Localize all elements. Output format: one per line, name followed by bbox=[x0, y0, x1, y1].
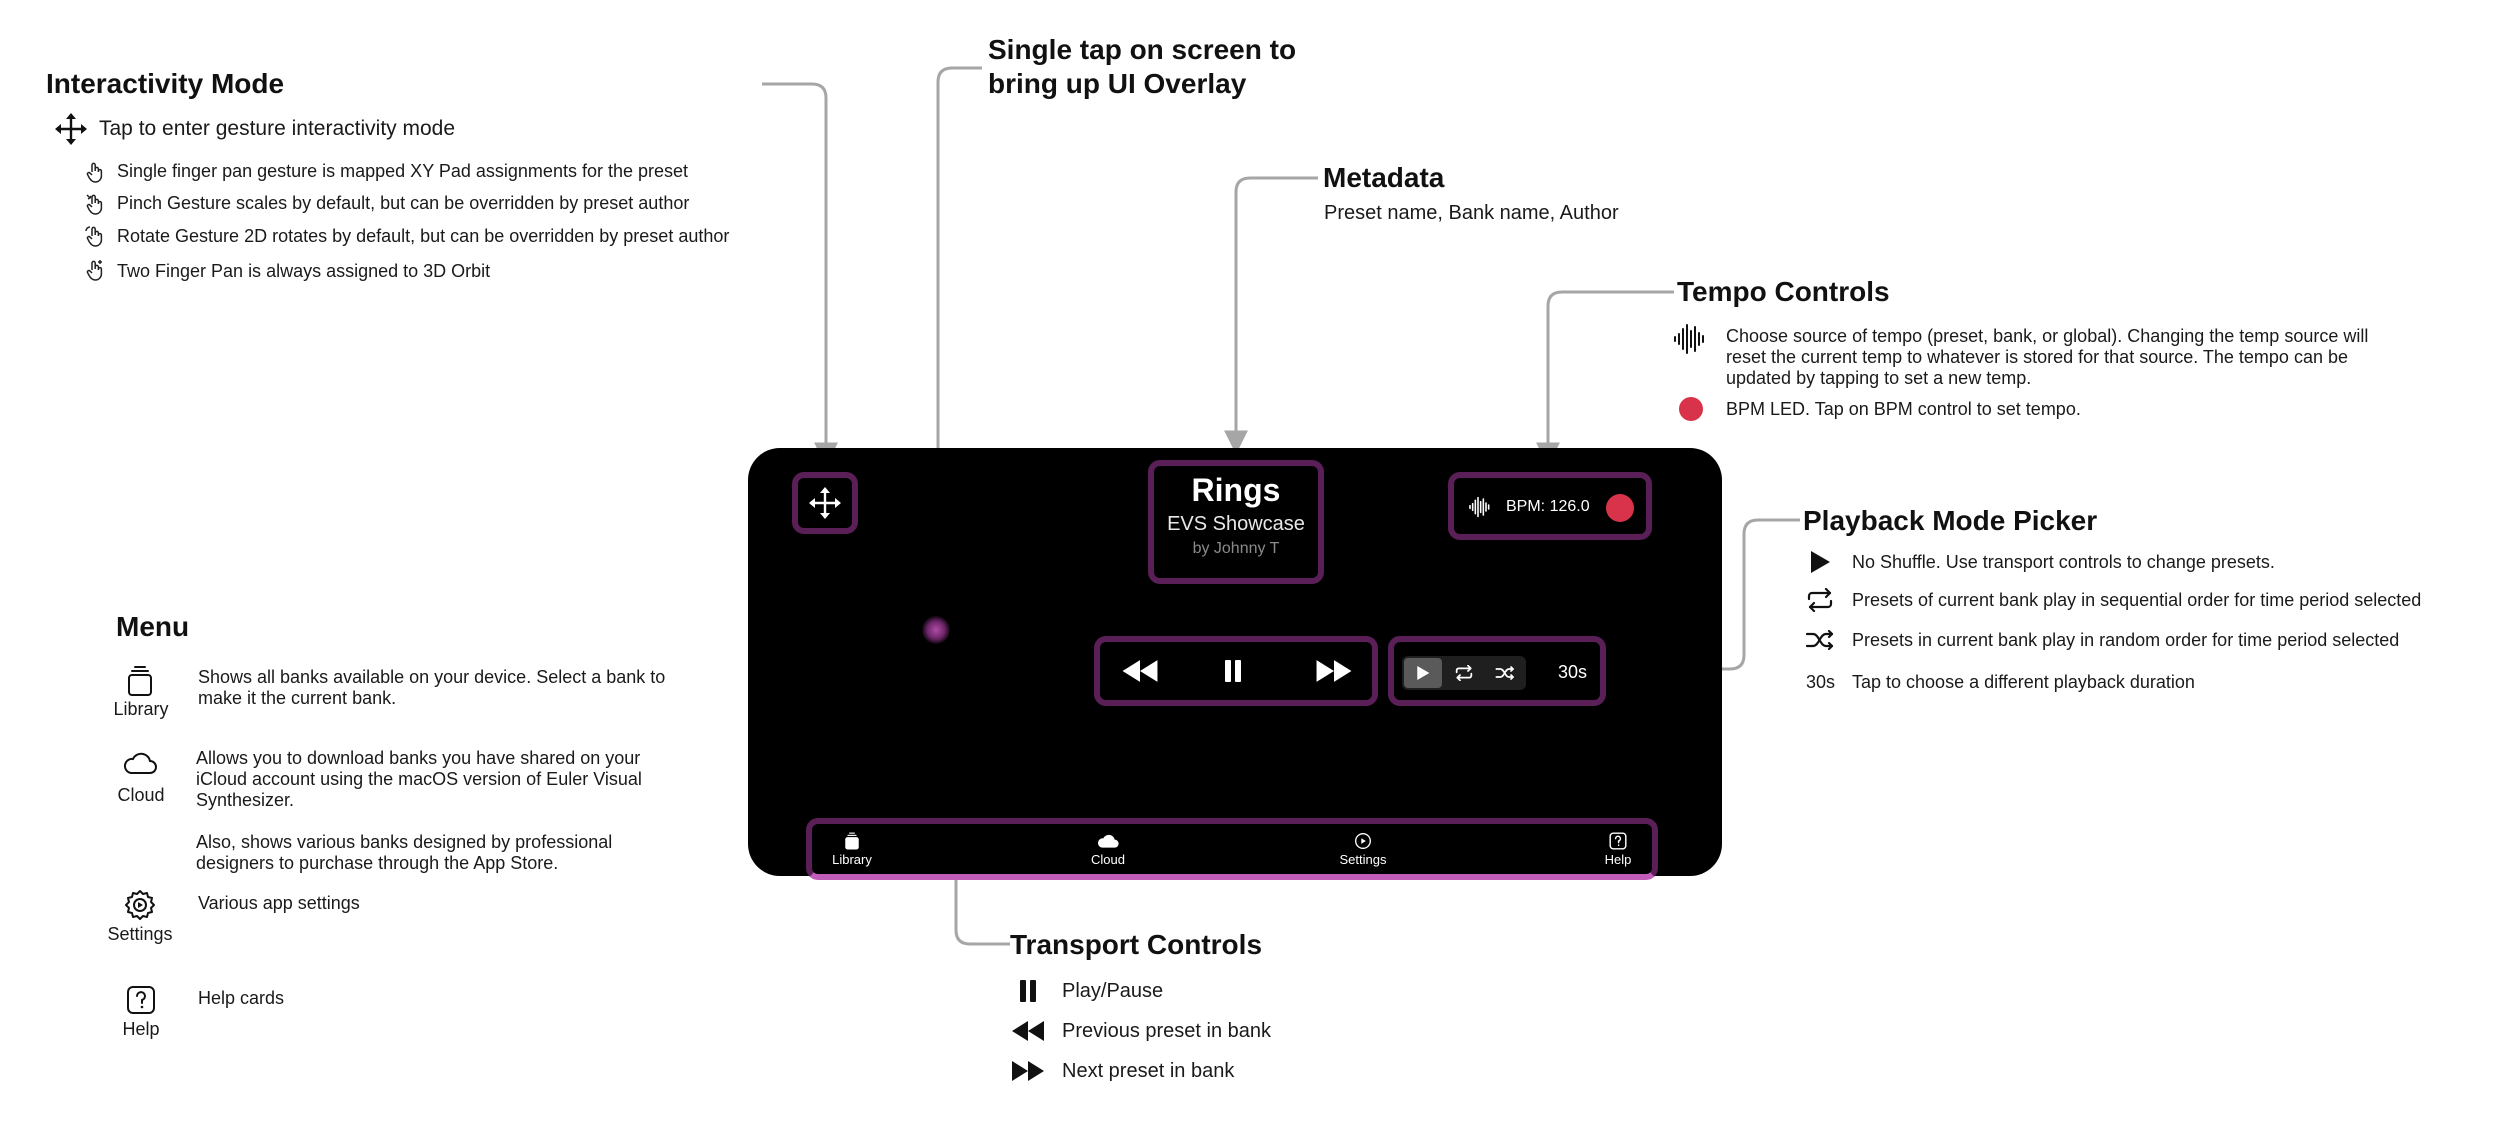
hand-rotate-icon bbox=[84, 224, 106, 248]
transport-title: Transport Controls bbox=[1010, 929, 1263, 960]
preset-metadata-panel: Rings EVS Showcase by Johnny T bbox=[1148, 460, 1324, 584]
overlay-title-line1: Single tap on screen to bbox=[988, 34, 1297, 65]
preset-name: Rings bbox=[1191, 472, 1281, 508]
fast-forward-icon bbox=[1010, 1059, 1046, 1083]
settings-icon bbox=[124, 889, 156, 921]
menu-library-button[interactable]: Library bbox=[822, 832, 882, 867]
bpm-value: BPM: 126.0 bbox=[1506, 498, 1590, 515]
playback-duration-label: 30s bbox=[1806, 672, 1836, 692]
interactivity-item-pan: Single finger pan gesture is mapped XY P… bbox=[117, 161, 689, 181]
menu-cloud-label: Cloud bbox=[1091, 852, 1125, 867]
arrow-tempo bbox=[1536, 290, 1674, 467]
bpm-control[interactable]: BPM: 126.0 bbox=[1448, 472, 1652, 540]
help-icon bbox=[1609, 832, 1627, 850]
play-mode-icon bbox=[1806, 549, 1834, 575]
menu-help-label: Help bbox=[122, 1019, 160, 1039]
hand-pinch-icon bbox=[84, 192, 106, 216]
metadata-title: Metadata bbox=[1323, 162, 1445, 193]
menu-help-desc: Help cards bbox=[198, 988, 285, 1008]
menu-help-label: Help bbox=[1604, 852, 1632, 867]
fast-forward-button[interactable] bbox=[1312, 658, 1356, 684]
no-shuffle-option[interactable] bbox=[1404, 658, 1442, 688]
hand-pan-icon bbox=[84, 160, 106, 184]
playback-title: Playback Mode Picker bbox=[1803, 505, 2098, 536]
playback-sequential: Presets of current bank play in sequenti… bbox=[1852, 590, 2422, 610]
overlay-title-line2: bring up UI Overlay bbox=[988, 68, 1247, 99]
menu-library-label: Library bbox=[113, 699, 169, 719]
hand-two-finger-icon bbox=[84, 258, 106, 282]
interactivity-title: Interactivity Mode bbox=[46, 68, 285, 99]
menu-library-line-1: Shows all banks available on your device… bbox=[198, 667, 666, 687]
playback-no-shuffle: No Shuffle. Use transport controls to ch… bbox=[1852, 552, 2275, 572]
shuffle-option[interactable] bbox=[1486, 658, 1524, 688]
interactivity-item-two-finger: Two Finger Pan is always assigned to 3D … bbox=[117, 261, 491, 281]
tempo-led-desc: BPM LED. Tap on BPM control to set tempo… bbox=[1726, 399, 2081, 419]
duration-button[interactable]: 30s bbox=[1558, 662, 1588, 682]
menu-settings-label: Settings bbox=[1339, 852, 1387, 867]
tap-indicator bbox=[922, 616, 950, 644]
bpm-led-icon bbox=[1606, 494, 1634, 522]
shuffle-icon bbox=[1804, 627, 1836, 653]
repeat-icon bbox=[1455, 665, 1473, 681]
menu-settings-label: Settings bbox=[107, 924, 173, 944]
rewind-button[interactable] bbox=[1118, 658, 1162, 684]
waveform-icon bbox=[1672, 322, 1708, 356]
interactivity-item-pinch: Pinch Gesture scales by default, but can… bbox=[117, 193, 690, 213]
interactivity-item-rotate: Rotate Gesture 2D rotates by default, bu… bbox=[117, 226, 730, 246]
move-arrows-icon bbox=[54, 112, 88, 146]
menu-cloud-line-4: Also, shows various banks designed by pr… bbox=[196, 832, 613, 852]
waveform-icon bbox=[1468, 492, 1492, 522]
transport-previous: Previous preset in bank bbox=[1062, 1020, 1272, 1042]
metadata-desc: Preset name, Bank name, Author bbox=[1324, 202, 1619, 224]
tempo-title: Tempo Controls bbox=[1677, 276, 1890, 307]
play-mode-icon bbox=[1417, 666, 1430, 680]
menu-settings-desc: Various app settings bbox=[198, 893, 360, 913]
transport-play-pause: Play/Pause bbox=[1062, 980, 1164, 1002]
move-arrows-icon bbox=[798, 478, 852, 528]
cloud-icon bbox=[122, 750, 158, 776]
arrow-overlay bbox=[926, 66, 982, 609]
settings-icon bbox=[1355, 833, 1371, 849]
library-icon bbox=[845, 832, 859, 850]
tempo-source-line-3: updated by tapping to set a new temp. bbox=[1726, 368, 2032, 388]
repeat-icon bbox=[1804, 587, 1836, 613]
menu-cloud-line-3: Synthesizer. bbox=[196, 790, 295, 810]
bank-name: EVS Showcase bbox=[1167, 513, 1305, 535]
menu-cloud-button[interactable]: Cloud bbox=[1078, 832, 1138, 867]
arrow-interactivity bbox=[762, 82, 838, 467]
arrow-playback bbox=[1607, 518, 1800, 681]
menu-title: Menu bbox=[116, 611, 190, 642]
menu-cloud-label: Cloud bbox=[117, 785, 165, 805]
sequential-option[interactable] bbox=[1445, 658, 1483, 688]
shuffle-icon bbox=[1495, 666, 1514, 680]
menu-settings-button[interactable]: Settings bbox=[1328, 832, 1398, 867]
library-icon bbox=[126, 664, 154, 698]
playback-duration-desc: Tap to choose a different playback durat… bbox=[1852, 672, 2195, 692]
playback-mode-picker: 30s bbox=[1388, 636, 1606, 706]
menu-cloud-line-1: Allows you to download banks you have sh… bbox=[196, 748, 641, 768]
menu-cloud-line-2: iCloud account using the macOS version o… bbox=[196, 769, 642, 789]
menu-library-line-2: make it the current bank. bbox=[198, 688, 397, 708]
pause-icon bbox=[1016, 978, 1040, 1004]
interactivity-mode-button[interactable] bbox=[792, 472, 858, 534]
help-icon bbox=[126, 985, 156, 1015]
menu-help-button[interactable]: Help bbox=[1588, 832, 1648, 867]
menu-library-label: Library bbox=[832, 852, 872, 867]
tempo-source-line-2: reset the current temp to whatever is st… bbox=[1726, 347, 2348, 367]
transport-next: Next preset in bank bbox=[1062, 1060, 1235, 1082]
menu-cloud-line-5: designers to purchase through the App St… bbox=[196, 853, 559, 873]
app-screen-mockup: Rings EVS Showcase by Johnny T BPM: 126.… bbox=[748, 448, 1722, 880]
transport-controls-panel bbox=[1094, 636, 1378, 706]
bottom-menu-bar: Library Cloud Settings Help bbox=[806, 818, 1658, 880]
rewind-icon bbox=[1010, 1019, 1046, 1043]
interactivity-main-text: Tap to enter gesture interactivity mode bbox=[99, 117, 456, 140]
play-pause-button[interactable] bbox=[1218, 656, 1248, 686]
bpm-led-icon bbox=[1679, 397, 1703, 421]
preset-author: by Johnny T bbox=[1192, 540, 1280, 557]
playback-random: Presets in current bank play in random o… bbox=[1852, 630, 2400, 650]
arrow-metadata bbox=[1224, 176, 1318, 455]
tempo-source-line-1: Choose source of tempo (preset, bank, or… bbox=[1726, 326, 2369, 346]
cloud-icon bbox=[1097, 834, 1119, 848]
